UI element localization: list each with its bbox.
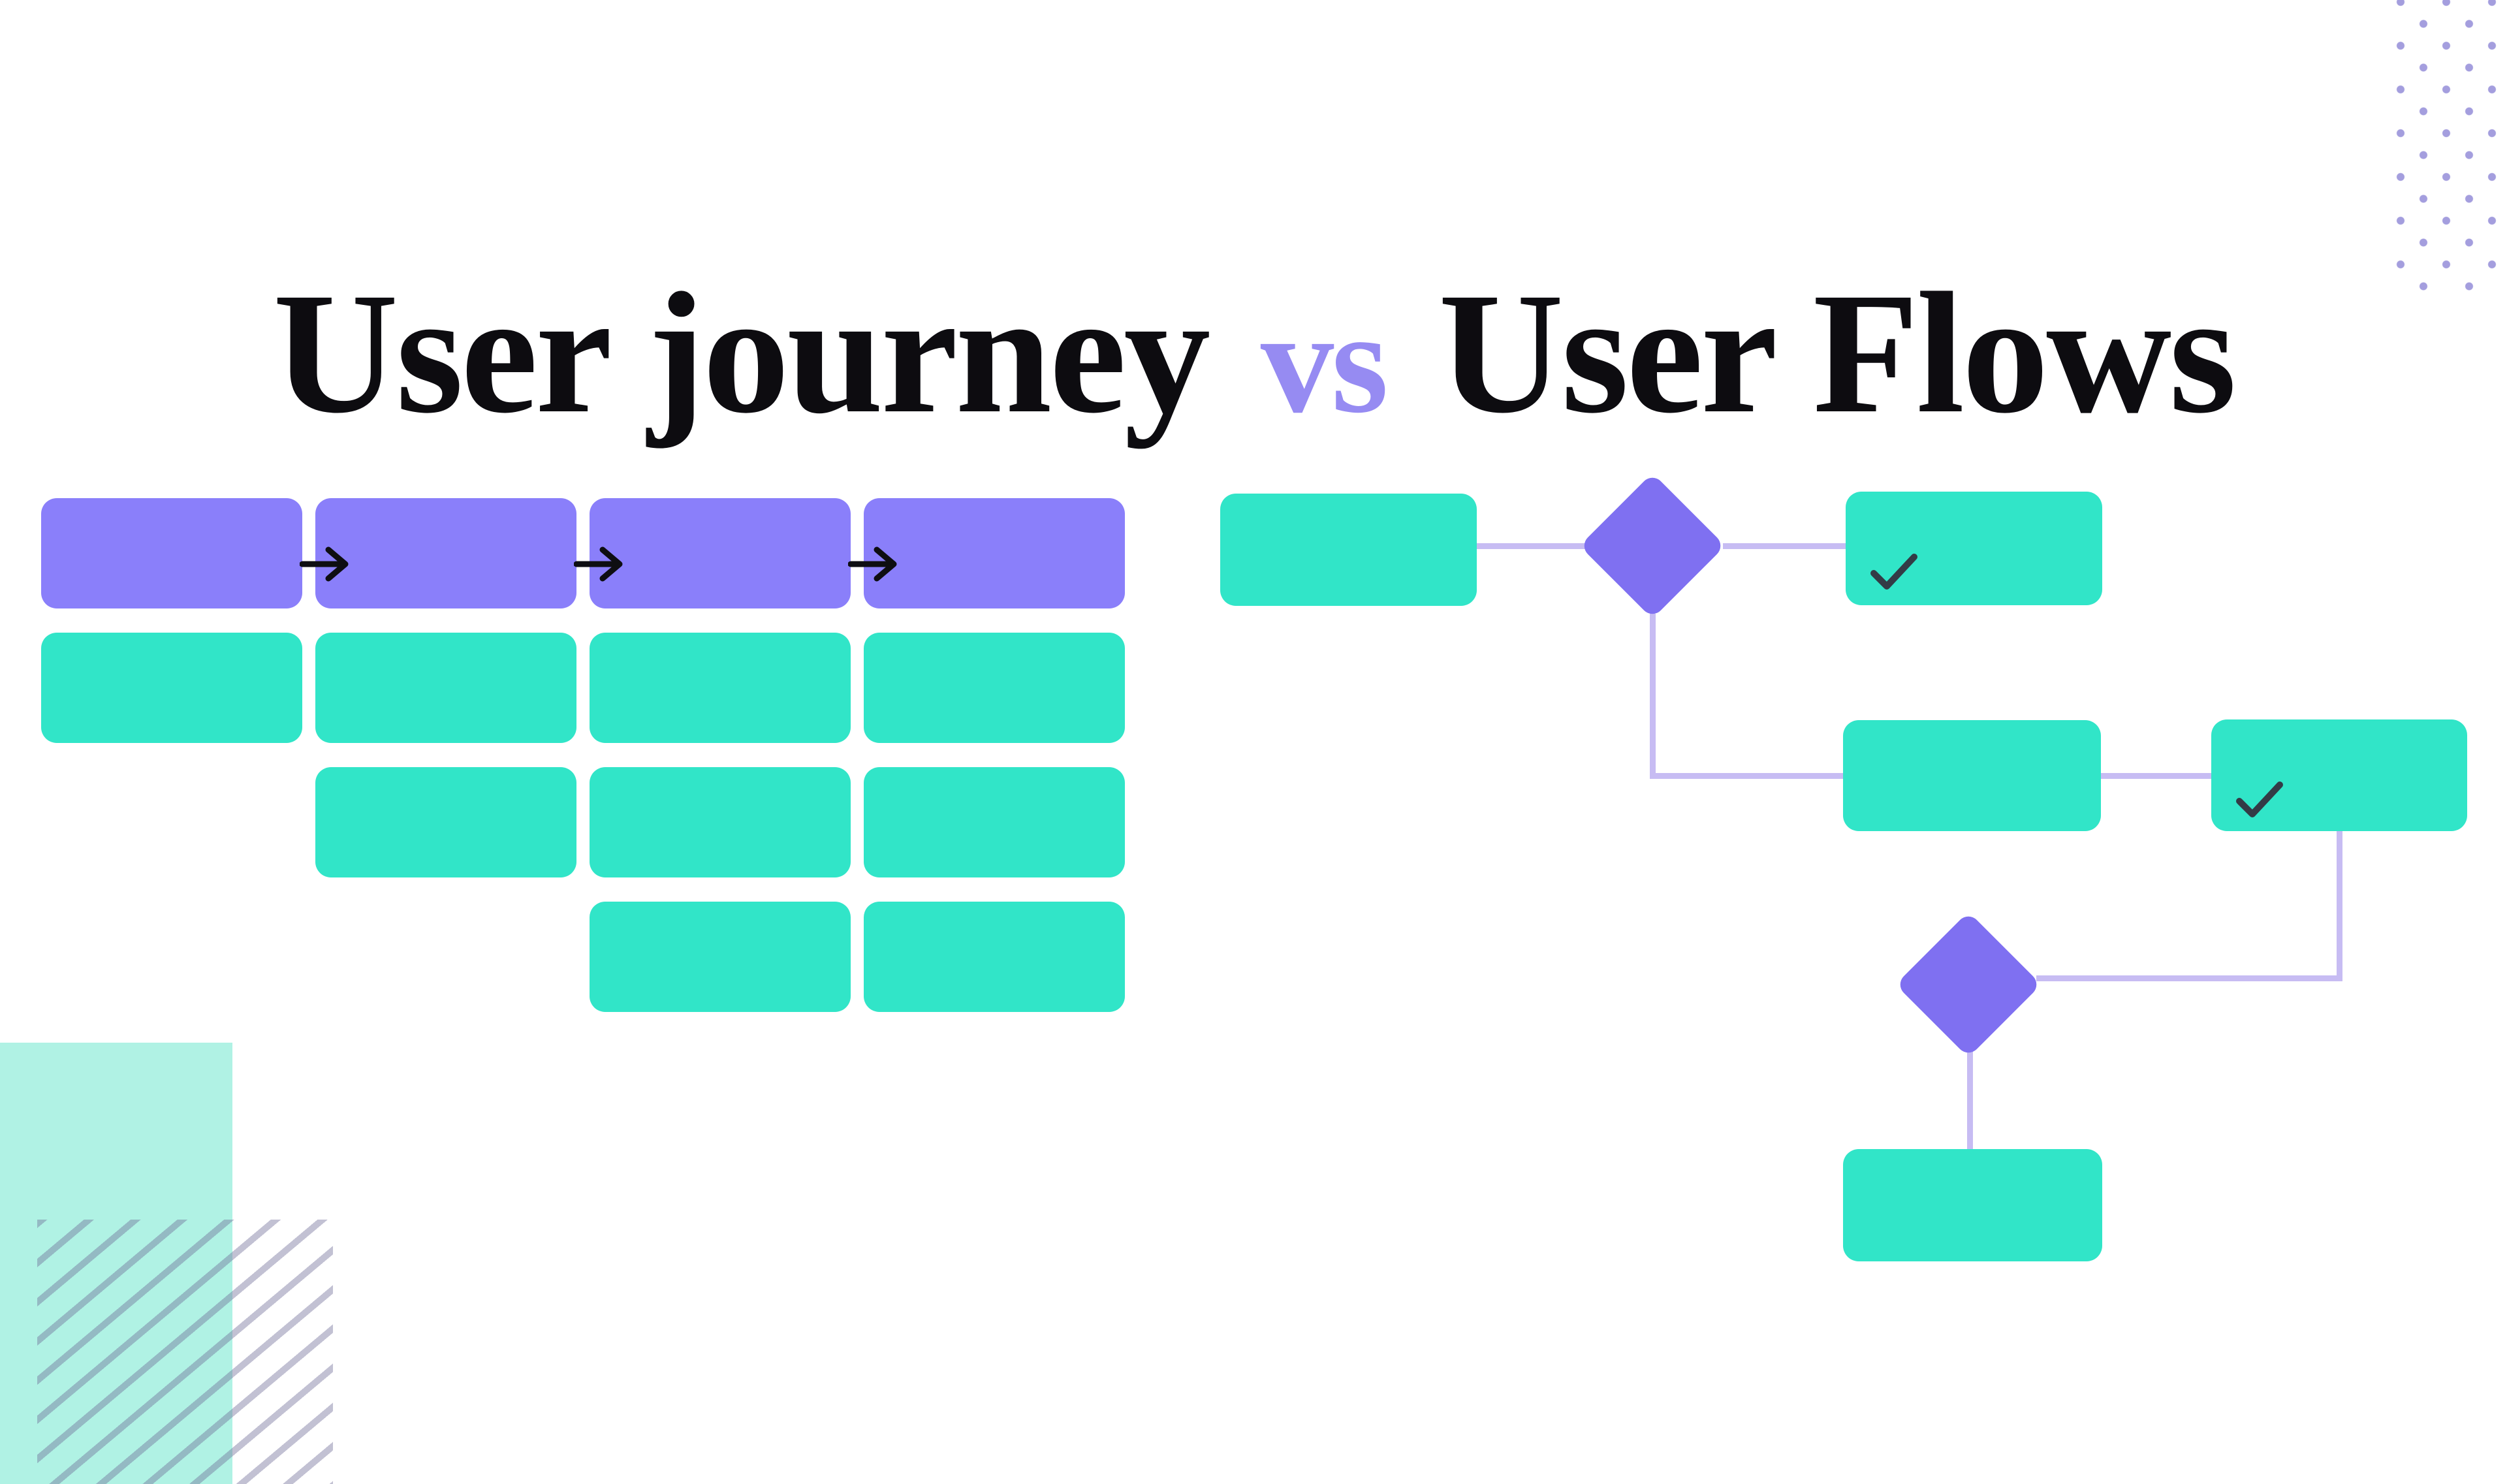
- flow-connector-7: [2036, 975, 2342, 981]
- journey-touchpoint-r2-c2: [315, 633, 576, 743]
- page-title: User journey vs User Flows: [0, 266, 2507, 440]
- flow-node-step-2: [1843, 720, 2101, 831]
- flow-node-decision-1: [1579, 473, 1726, 619]
- flow-node-decision-2: [1895, 911, 2042, 1058]
- flow-connector-8: [1966, 1051, 1973, 1152]
- flow-connector-2: [1723, 543, 1846, 549]
- flow-connector-4: [1649, 772, 1846, 779]
- flow-node-outcome-1: [1846, 492, 2102, 605]
- check-icon: [2235, 780, 2284, 819]
- arrow-right-icon: [848, 545, 903, 584]
- flow-connector-5: [2101, 772, 2211, 779]
- journey-touchpoint-r2-c4: [864, 633, 1125, 743]
- title-left: User journey: [273, 257, 1210, 450]
- journey-stage-r1-c3: [590, 498, 851, 608]
- arrow-right-icon: [300, 545, 355, 584]
- diagonal-stripes-decoration: [37, 1220, 333, 1484]
- flow-connector-6: [2336, 831, 2342, 981]
- journey-touchpoint-r2-c1: [41, 633, 302, 743]
- teal-square-decoration: [0, 1043, 232, 1484]
- journey-touchpoint-r3-c3: [590, 767, 851, 877]
- journey-touchpoint-r3-c4: [864, 767, 1125, 877]
- title-vs: vs: [1260, 281, 1389, 444]
- check-icon: [1869, 552, 1919, 591]
- dot-pattern-decoration: [2391, 0, 2507, 300]
- journey-stage-r1-c4: [864, 498, 1125, 608]
- journey-touchpoint-r4-c4: [864, 902, 1125, 1012]
- flow-connector-1: [1477, 543, 1588, 549]
- flow-node-end: [1843, 1149, 2102, 1261]
- journey-stage-r1-c1: [41, 498, 302, 608]
- flow-node-outcome-2: [2211, 719, 2467, 831]
- journey-touchpoint-r4-c3: [590, 902, 851, 1012]
- arrow-right-icon: [574, 545, 629, 584]
- journey-touchpoint-r3-c2: [315, 767, 576, 877]
- journey-touchpoint-r2-c3: [590, 633, 851, 743]
- journey-stage-r1-c2: [315, 498, 576, 608]
- flow-node-start: [1220, 494, 1477, 606]
- flow-connector-3: [1649, 614, 1656, 779]
- title-right: User Flows: [1438, 257, 2237, 450]
